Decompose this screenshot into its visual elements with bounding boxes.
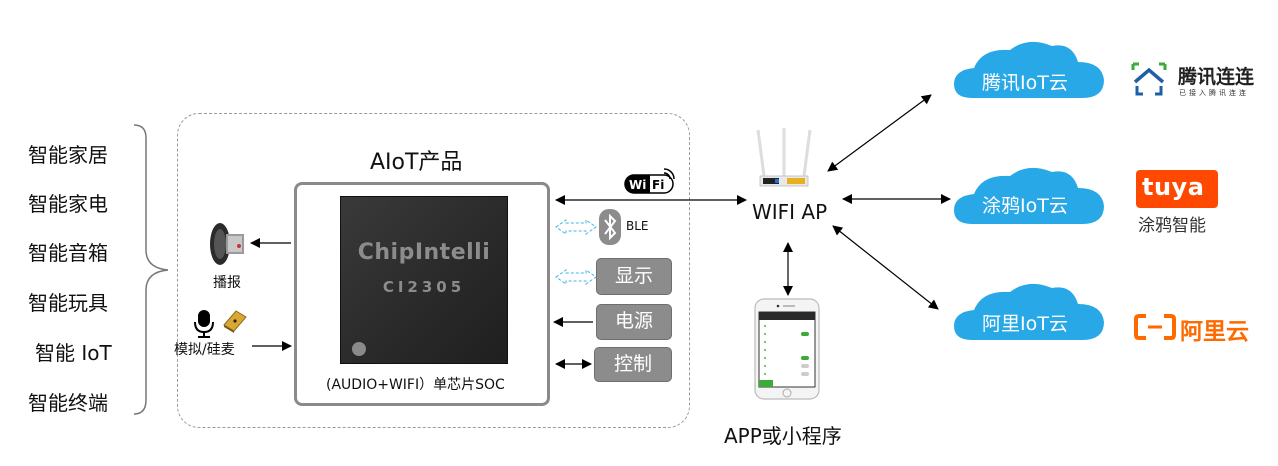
speaker-label: 播报 xyxy=(213,275,241,291)
ble-dashed-arrow xyxy=(555,219,597,235)
tencent-lianlian-name: 腾讯连连 xyxy=(1178,66,1255,88)
category-smart-home: 智能家居 xyxy=(28,143,108,167)
category-smart-toy: 智能玩具 xyxy=(28,291,108,315)
app-label: APP或小程序 xyxy=(724,424,842,448)
cloud-tuya-label: 涂鸦IoT云 xyxy=(982,195,1068,217)
chip-model: CI2305 xyxy=(382,278,466,296)
aiot-product-boundary xyxy=(177,113,690,428)
svg-text:Fi: Fi xyxy=(652,178,664,192)
category-smart-iot: 智能 IoT xyxy=(35,341,112,365)
speaker-icon xyxy=(210,223,244,265)
arrow-ap-aliyun xyxy=(832,225,939,310)
tuya-logo: tuya xyxy=(1136,170,1218,208)
wifi-logo-icon: Wi Fi xyxy=(624,168,675,194)
curly-brace xyxy=(133,124,169,415)
tuya-cn-name: 涂鸦智能 xyxy=(1138,216,1206,236)
cloud-tuya xyxy=(954,167,1104,224)
ble-label: BLE xyxy=(626,219,649,233)
display-block: 显示 xyxy=(596,258,672,295)
cloud-tencent-label: 腾讯IoT云 xyxy=(982,72,1068,94)
product-title: AIoT产品 xyxy=(370,150,463,175)
router-icon xyxy=(756,128,812,187)
chip-pin1-dot xyxy=(352,342,366,356)
phone-app-icon xyxy=(754,298,820,400)
cloud-aliyun xyxy=(954,283,1104,340)
category-smart-appliance: 智能家电 xyxy=(28,192,108,216)
bluetooth-icon xyxy=(599,209,621,245)
category-smart-speaker: 智能音箱 xyxy=(28,241,108,265)
wifi-ap-label: WIFI AP xyxy=(752,200,828,224)
soc-label: (AUDIO+WIFI）单芯片SOC xyxy=(326,377,505,393)
aliyun-name: 阿里云 xyxy=(1180,319,1249,345)
display-dashed-arrow xyxy=(555,269,597,285)
tuya-logo-text: tuya xyxy=(1142,173,1205,201)
chip-brand: ChipIntelli xyxy=(357,240,491,265)
tencent-lianlian-subtitle: 已接入腾讯连连 xyxy=(1179,89,1249,97)
aliyun-logo-icon xyxy=(1134,314,1176,340)
category-smart-terminal: 智能终端 xyxy=(28,391,108,415)
power-block: 电源 xyxy=(596,304,672,340)
mems-mic-icon xyxy=(223,310,247,333)
chip-image: ChipIntelli CI2305 xyxy=(340,196,508,364)
cloud-tencent xyxy=(954,41,1104,98)
svg-text:Wi: Wi xyxy=(629,178,646,192)
cloud-aliyun-label: 阿里IoT云 xyxy=(982,313,1068,335)
microphone-icon xyxy=(194,310,214,338)
mic-label: 模拟/硅麦 xyxy=(174,342,235,358)
control-block: 控制 xyxy=(594,347,672,382)
arrow-ap-tencent xyxy=(827,94,932,172)
tencent-lianlian-logo-icon xyxy=(1131,62,1167,96)
